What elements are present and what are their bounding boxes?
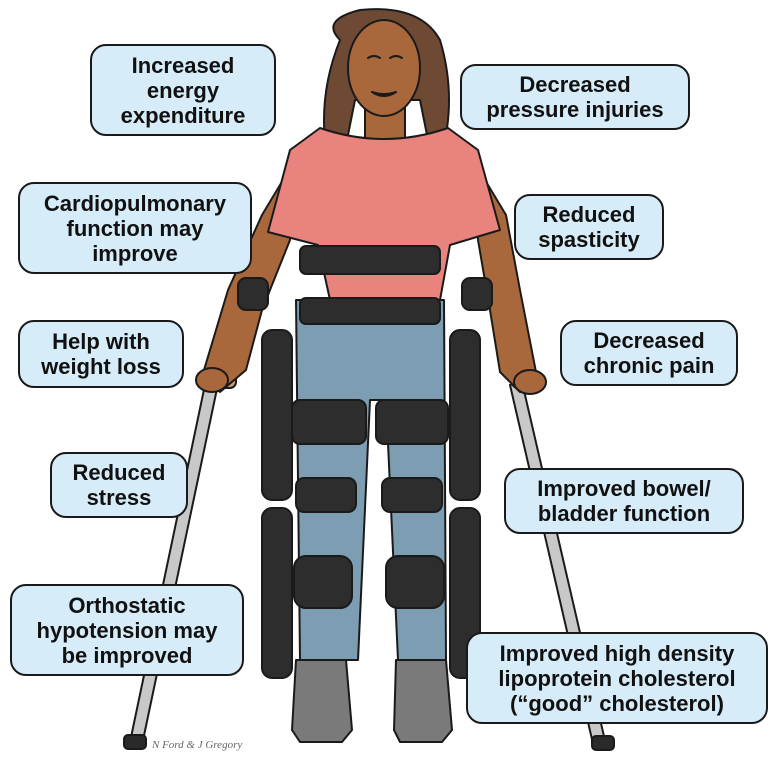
- callout-cardiopulmonary-function: Cardiopulmonary function may improve: [18, 182, 252, 274]
- callout-decreased-pressure-injuries: Decreased pressure injuries: [460, 64, 690, 130]
- callout-decreased-chronic-pain: Decreased chronic pain: [560, 320, 738, 386]
- left-shoe: [292, 660, 352, 742]
- left-crutch: [124, 372, 236, 749]
- artist-credit: N Ford & J Gregory: [152, 739, 242, 751]
- left-shin-frame: [262, 508, 292, 678]
- callout-improved-bowel-bladder: Improved bowel/ bladder function: [504, 468, 744, 534]
- callout-orthostatic-hypotension: Orthostatic hypotension may be improved: [10, 584, 244, 676]
- hip-belt: [300, 298, 440, 324]
- left-knee-cuff: [294, 556, 352, 608]
- right-shoe: [394, 660, 452, 742]
- right-forearm-cuff: [462, 278, 492, 310]
- left-forearm-cuff: [238, 278, 268, 310]
- upper-belt: [300, 246, 440, 274]
- callout-improved-hdl-cholesterol: Improved high density lipoprotein choles…: [466, 632, 768, 724]
- right-knee-cuff: [386, 556, 444, 608]
- callout-increased-energy-expenditure: Increased energy expenditure: [90, 44, 276, 136]
- callout-reduced-spasticity: Reduced spasticity: [514, 194, 664, 260]
- callout-reduced-stress: Reduced stress: [50, 452, 188, 518]
- left-thigh-frame: [262, 330, 292, 500]
- callout-help-with-weight-loss: Help with weight loss: [18, 320, 184, 388]
- face: [348, 20, 420, 116]
- right-thigh-frame: [450, 330, 480, 500]
